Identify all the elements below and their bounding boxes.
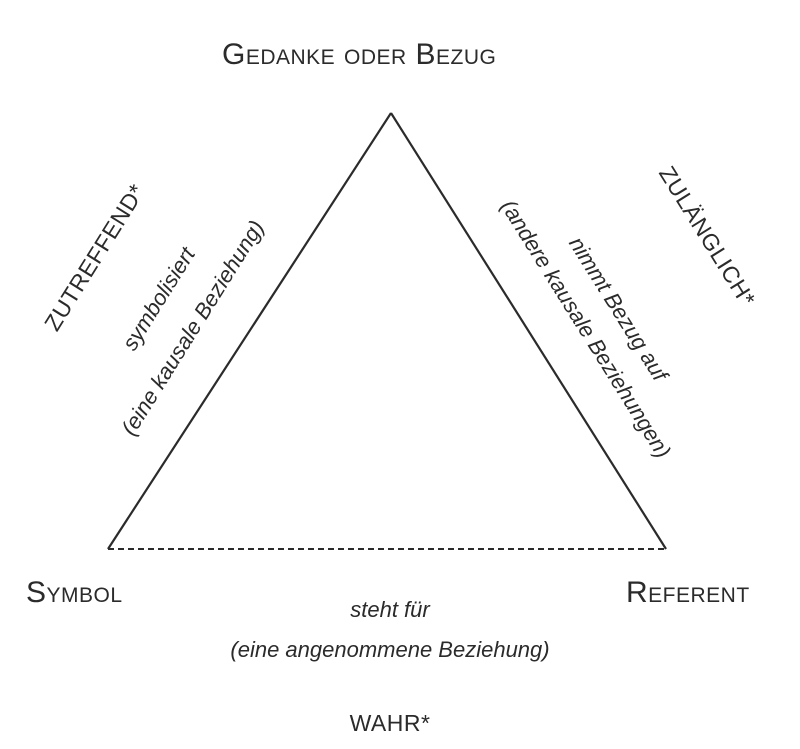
vertex-thought-label: Gedanke oder Bezug bbox=[222, 38, 497, 71]
base-relation-label: steht für bbox=[350, 597, 430, 622]
vertex-referent-label: Referent bbox=[626, 576, 750, 609]
vertex-symbol-label: Symbol bbox=[26, 576, 123, 609]
base-relation-note: (eine angenommene Beziehung) bbox=[230, 637, 550, 662]
base-quality-label: WAHR* bbox=[349, 710, 431, 736]
edge-symbol-to-thought bbox=[107, 112, 392, 550]
edge-thought-to-referent bbox=[390, 112, 667, 550]
